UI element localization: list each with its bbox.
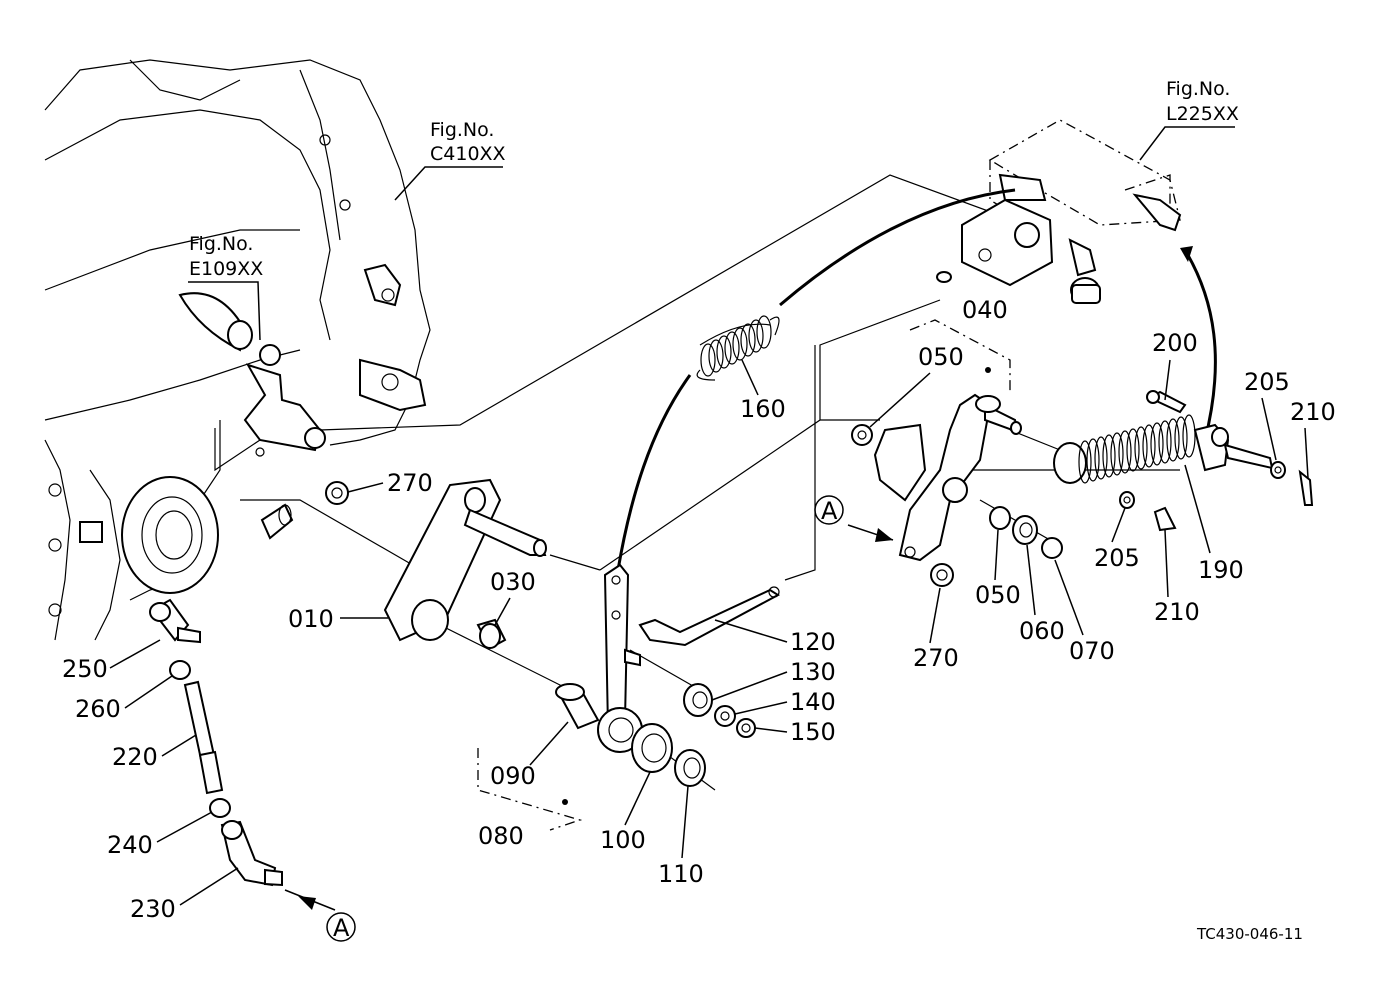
- callout-150: 150: [790, 718, 836, 746]
- callout-110: 110: [658, 860, 704, 888]
- callout-030: 030: [490, 568, 536, 596]
- svg-text:E109XX: E109XX: [189, 258, 263, 280]
- svg-text:A: A: [333, 914, 350, 942]
- svg-text:A: A: [821, 497, 838, 525]
- callout-050-lower: 050: [975, 581, 1021, 609]
- svg-text:C410XX: C410XX: [430, 143, 506, 165]
- callout-010: 010: [288, 605, 334, 633]
- transmission-housing: [44, 59, 431, 641]
- svg-text:Fig.No.: Fig.No.: [1166, 78, 1230, 100]
- housing-spacer: [260, 503, 294, 540]
- callout-210-lower: 210: [1154, 598, 1200, 626]
- callout-070: 070: [1069, 637, 1115, 665]
- part-110-snap-ring: [674, 749, 706, 787]
- callouts: 010 030 040 050 050 060 070 080 090 100 …: [62, 296, 1336, 923]
- callout-230: 230: [130, 895, 176, 923]
- callout-260: 260: [75, 695, 121, 723]
- callout-050-upper: 050: [918, 343, 964, 371]
- svg-text:L225XX: L225XX: [1166, 103, 1239, 125]
- part-260-nut: [169, 660, 191, 680]
- callout-240: 240: [107, 831, 153, 859]
- part-205-washer-right: [1270, 461, 1286, 479]
- governor-lever: [178, 292, 326, 472]
- callout-205-upper: 205: [1244, 368, 1290, 396]
- callout-270-left: 270: [387, 469, 433, 497]
- callout-160: 160: [740, 395, 786, 423]
- fig-ref-c410: Fig.No. C410XX: [394, 119, 506, 201]
- part-210-cotter-lower: [1153, 506, 1177, 532]
- part-250-ball-joint: [149, 598, 201, 644]
- callout-200: 200: [1152, 329, 1198, 357]
- svg-text:Fig.No.: Fig.No.: [430, 119, 494, 141]
- part-040-lever: [873, 319, 1022, 562]
- part-090-bushing: [555, 683, 600, 730]
- part-240-nut: [209, 798, 231, 818]
- callout-210-upper: 210: [1290, 398, 1336, 426]
- callout-270-right: 270: [913, 644, 959, 672]
- part-190-spring-assembly: [1053, 414, 1274, 484]
- view-marker-a-upper: A: [814, 495, 894, 542]
- part-230-ball-joint: [220, 820, 283, 887]
- part-270-nut-right: [930, 563, 954, 587]
- part-140-washer: [714, 705, 736, 727]
- callout-120: 120: [790, 628, 836, 656]
- part-160-spring: [696, 315, 780, 381]
- part-050-bushing-lower: [989, 506, 1011, 530]
- spring-coils-190: [1078, 414, 1196, 484]
- figure-code: TC430-046-11: [1196, 925, 1303, 943]
- callout-080: 080: [478, 822, 524, 850]
- callout-190: 190: [1198, 556, 1244, 584]
- part-205-washer-lower: [1119, 491, 1135, 509]
- fig-ref-l225: Fig.No. L225XX: [1139, 78, 1239, 161]
- part-210-cotter-right: [1298, 469, 1314, 506]
- part-030-bolt: [476, 618, 507, 650]
- part-100-washer: [631, 723, 673, 773]
- part-270-nut-left: [325, 481, 349, 505]
- part-150-nut: [736, 718, 756, 738]
- callout-040: 040: [962, 296, 1008, 324]
- callout-250: 250: [62, 655, 108, 683]
- part-060-washer: [1012, 515, 1038, 545]
- view-marker-a-lower: A: [284, 889, 356, 942]
- part-010-bracket: [383, 478, 547, 642]
- callout-130: 130: [790, 658, 836, 686]
- part-070-clip: [1041, 537, 1063, 559]
- part-130-bearing: [683, 683, 713, 717]
- callout-100: 100: [600, 826, 646, 854]
- part-080-lever: [477, 563, 643, 831]
- upper-bracket: [936, 119, 1182, 304]
- part-050-bushing-upper: [851, 424, 873, 446]
- svg-text:Fig.No.: Fig.No.: [189, 233, 253, 255]
- part-220-rod: [183, 680, 224, 795]
- callout-220: 220: [112, 743, 158, 771]
- fig-ref-e109: Fig.No. E109XX: [188, 233, 263, 341]
- callout-140: 140: [790, 688, 836, 716]
- callout-090: 090: [490, 762, 536, 790]
- part-200-pin: [1146, 390, 1187, 414]
- part-120-rod: [638, 586, 780, 647]
- spring-coils-160: [700, 315, 772, 377]
- callout-060: 060: [1019, 617, 1065, 645]
- callout-205-lower: 205: [1094, 544, 1140, 572]
- spring-path-arrows: [616, 188, 1217, 571]
